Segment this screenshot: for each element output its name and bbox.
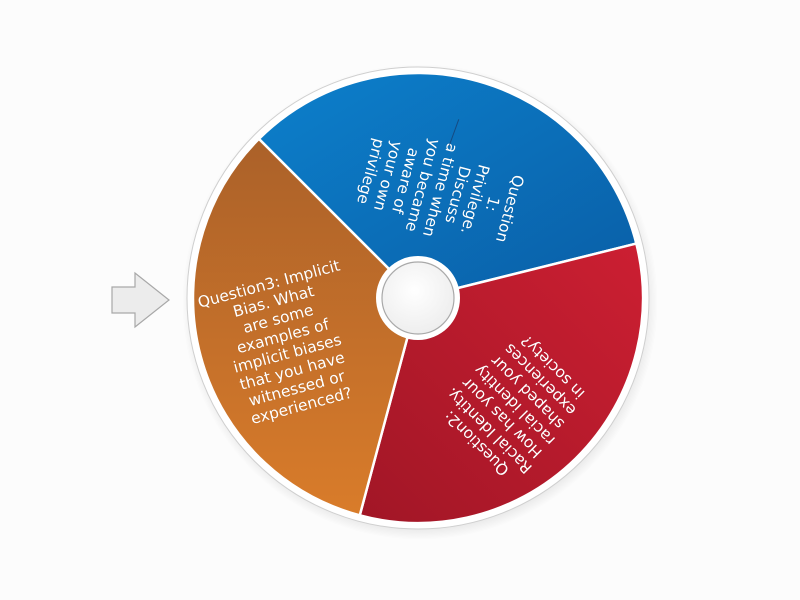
spin-hub-button[interactable] [376,256,460,340]
wheel-segment-question-3[interactable] [191,137,420,517]
wheel-segments [191,71,645,525]
hub-inner [381,261,455,335]
wheel-segment-question-1[interactable] [257,71,638,300]
arrow-right-icon [111,271,170,329]
